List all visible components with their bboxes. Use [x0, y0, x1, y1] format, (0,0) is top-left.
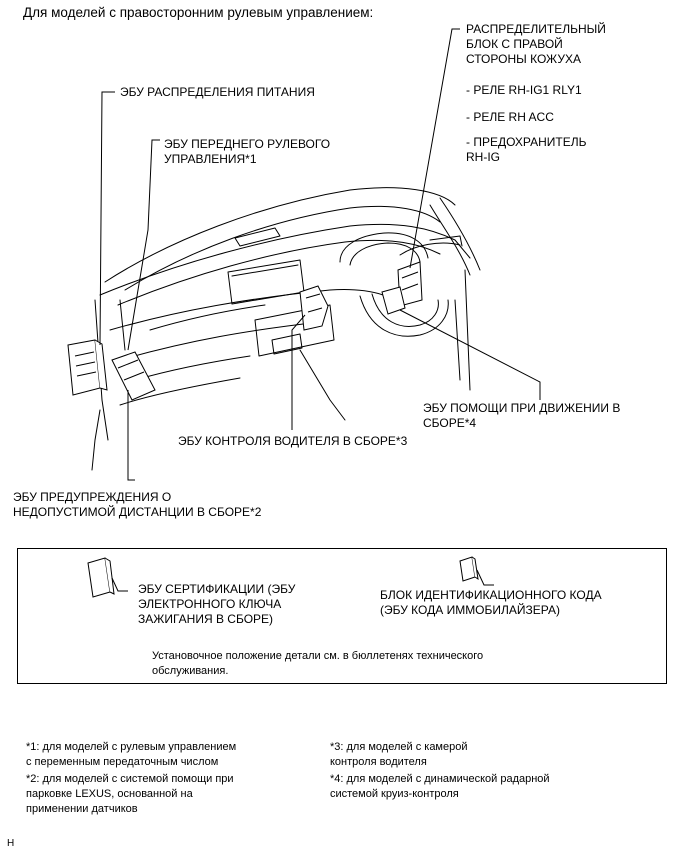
label-junction-item-2: - РЕЛЕ RH ACC — [466, 110, 554, 124]
dashboard-top — [99, 223, 471, 296]
leader-driver-monitor — [291, 314, 306, 430]
label-front-steering-ecu: ЭБУ ПЕРЕДНЕГО РУЛЕВОГО УПРАВЛЕНИЯ*1 — [164, 137, 331, 166]
label-junction-item-1: - РЕЛЕ RH-IG1 RLY1 — [466, 83, 582, 97]
label-drive-assist-ecu: ЭБУ ПОМОЩИ ПРИ ДВИЖЕНИИ В СБОРЕ*4 — [423, 401, 621, 430]
footnote-3: *3: для моделей с камерой контроля водит… — [330, 741, 468, 768]
windshield-edge — [104, 187, 456, 283]
label-power-distribution-ecu: ЭБУ РАСПРЕДЕЛЕНИЯ ПИТАНИЯ — [120, 85, 315, 99]
certification-ecu-icon — [87, 557, 115, 598]
driver-monitor-ecu-component — [299, 285, 329, 331]
steering-wheel — [339, 232, 429, 263]
leader-junction — [409, 28, 460, 269]
installation-note: Установочное положение детали см. в бюлл… — [152, 650, 484, 677]
leader-front-steering — [127, 139, 160, 351]
corner-mark: H — [7, 838, 15, 849]
leader-drive-assist — [399, 309, 541, 400]
power-ecu-component — [67, 339, 108, 396]
distance-warning-ecu-component — [111, 351, 156, 401]
label-driver-monitor-ecu: ЭБУ КОНТРОЛЯ ВОДИТЕЛЯ В СБОРЕ*3 — [178, 434, 408, 448]
footnote-2: *2: для моделей с системой помощи при па… — [26, 773, 234, 815]
label-id-code-box: БЛОК ИДЕНТИФИКАЦИОННОГО КОДА (ЭБУ КОДА И… — [380, 588, 602, 617]
label-distance-warning-ecu: ЭБУ ПРЕДУПРЕЖДЕНИЯ О НЕДОПУСТИМОЙ ДИСТАН… — [13, 490, 262, 519]
info-box — [17, 548, 667, 684]
footnote-4: *4: для моделей с динамической радарной … — [330, 773, 550, 800]
leader-power-ecu — [99, 91, 115, 346]
page-heading: Для моделей с правосторонним рулевым упр… — [23, 5, 374, 20]
label-junction-item-3: - ПРЕДОХРАНИТЕЛЬ RH-IG — [466, 135, 587, 164]
footnote-1: *1: для моделей с рулевым управлением с … — [26, 741, 237, 768]
label-junction-block: РАСПРЕДЕЛИТЕЛЬНЫЙ БЛОК С ПРАВОЙ СТОРОНЫ … — [466, 22, 606, 66]
leader-distance-warning — [127, 390, 135, 481]
drive-assist-ecu-component — [381, 286, 406, 315]
id-code-box-icon — [459, 556, 479, 582]
label-certification-ecu: ЭБУ СЕРТИФИКАЦИИ (ЭБУ ЭЛЕКТРОННОГО КЛЮЧА… — [138, 582, 296, 626]
